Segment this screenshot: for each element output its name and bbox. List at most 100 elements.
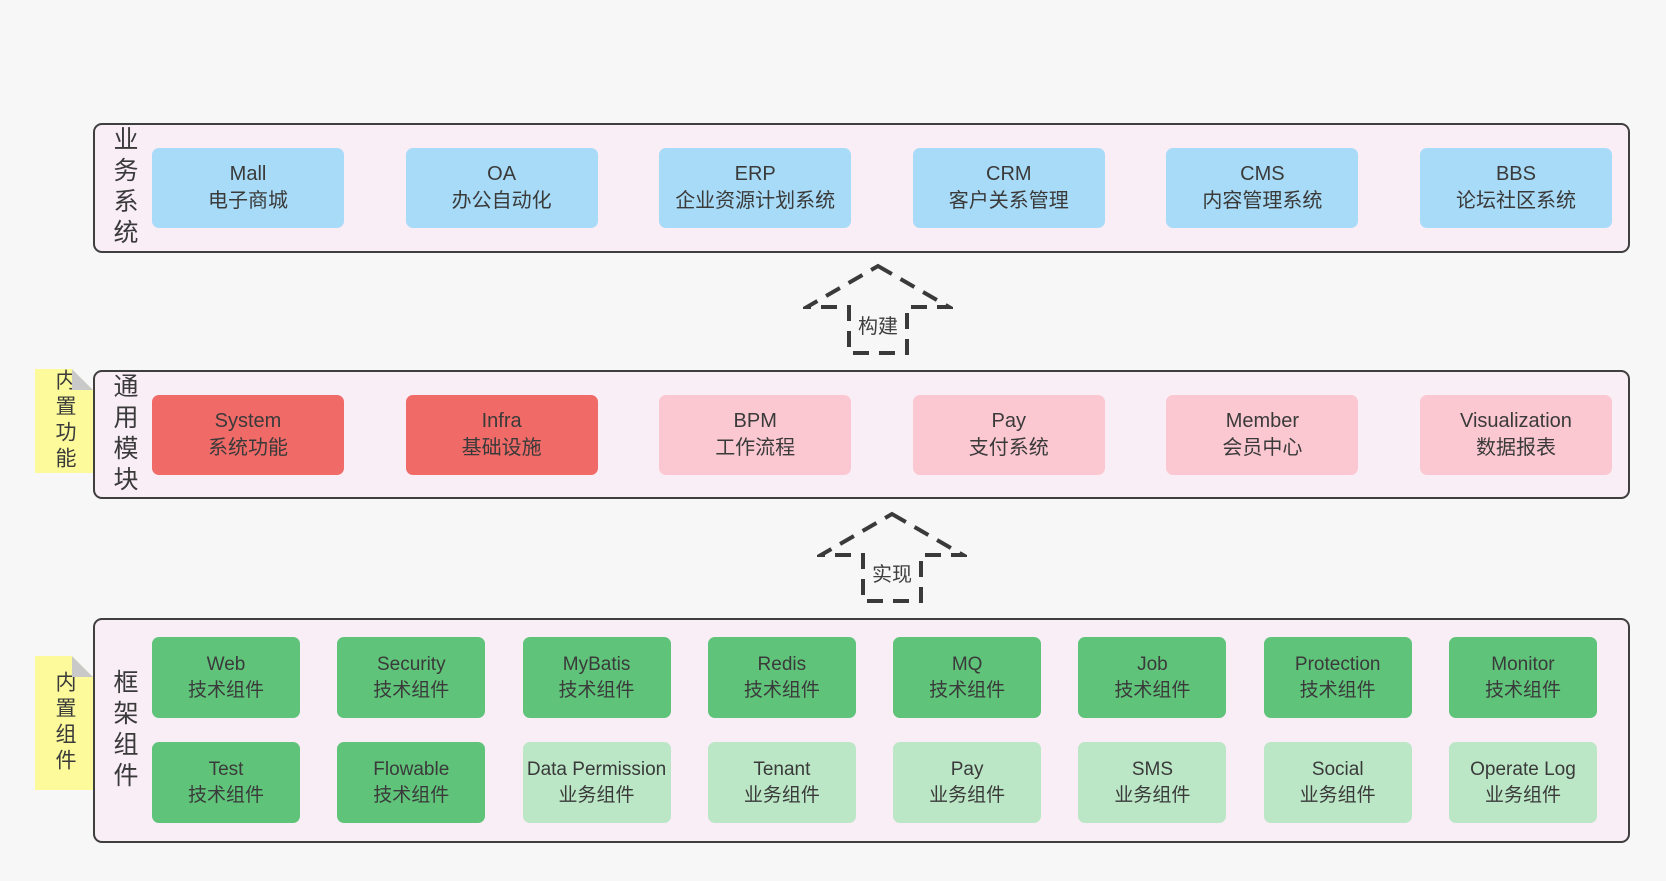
box-title: Tenant: [753, 758, 811, 780]
box-subtitle: 基础设施: [461, 436, 542, 459]
box-member: Member 会员中心: [1166, 394, 1359, 475]
box-title: Protection: [1294, 653, 1381, 675]
box-job: Job 技术组件: [1078, 637, 1227, 718]
box-title: Data Permission: [526, 758, 667, 780]
box-subtitle: 业务组件: [1484, 784, 1561, 806]
box-title: MQ: [951, 653, 983, 675]
box-title: OA: [487, 163, 517, 185]
layer-framework-components: 框架组件 Web 技术组件 Security 技术组件 MyBatis 技术组件…: [93, 618, 1630, 843]
box-title: Infra: [481, 409, 522, 432]
sticky-note-builtin-features: 内置功能: [35, 369, 93, 473]
box-subtitle: 技术组件: [1299, 679, 1376, 701]
framework-row-1: Web 技术组件 Security 技术组件 MyBatis 技术组件 Redi…: [152, 637, 1597, 718]
box-subtitle: 业务组件: [558, 784, 635, 806]
box-crm: CRM 客户关系管理: [912, 148, 1105, 228]
box-subtitle: 技术组件: [187, 679, 264, 701]
box-subtitle: 技术组件: [373, 784, 450, 806]
box-subtitle: 业务组件: [1114, 784, 1191, 806]
arrow-label: 实现: [868, 557, 916, 588]
box-title: Pay: [991, 409, 1027, 432]
box-title: Flowable: [373, 758, 450, 780]
box-subtitle: 论坛社区系统: [1455, 190, 1576, 212]
box-subtitle: 技术组件: [1484, 679, 1561, 701]
box-title: Web: [206, 653, 246, 675]
layer-side-label: 业务系统: [110, 126, 138, 250]
box-social: Social 业务组件: [1263, 742, 1412, 823]
box-operate-log: Operate Log 业务组件: [1448, 742, 1597, 823]
box-subtitle: 支付系统: [968, 436, 1049, 459]
box-title: Monitor: [1491, 653, 1555, 675]
box-subtitle: 内容管理系统: [1202, 190, 1323, 212]
box-subtitle: 技术组件: [187, 784, 264, 806]
box-oa: OA 办公自动化: [405, 148, 598, 228]
box-subtitle: 客户关系管理: [948, 190, 1069, 212]
folded-corner: [72, 369, 93, 390]
box-title: BBS: [1495, 163, 1536, 185]
box-subtitle: 技术组件: [1114, 679, 1191, 701]
box-redis: Redis 技术组件: [707, 637, 856, 718]
box-security: Security 技术组件: [337, 637, 486, 718]
box-pay: Pay 支付系统: [912, 394, 1105, 475]
box-infra: Infra 基础设施: [405, 394, 598, 475]
box-visualization: Visualization 数据报表: [1419, 394, 1612, 475]
sticky-note-text: 内置功能: [53, 369, 76, 473]
box-mq: MQ 技术组件: [893, 637, 1042, 718]
box-title: Redis: [757, 653, 807, 675]
arrow-label: 构建: [854, 309, 902, 340]
box-title: Visualization: [1460, 409, 1572, 432]
box-title: CMS: [1240, 163, 1285, 185]
framework-row-2: Test 技术组件 Flowable 技术组件 Data Permission …: [152, 742, 1597, 823]
box-title: Mall: [229, 163, 267, 185]
box-subtitle: 电子商城: [208, 190, 288, 212]
box-data-permission: Data Permission 业务组件: [522, 742, 671, 823]
box-subtitle: 技术组件: [558, 679, 635, 701]
arrow-build: 构建: [803, 260, 953, 357]
common-box-row: System 系统功能 Infra 基础设施 BPM 工作流程 Pay 支付系统…: [152, 372, 1612, 497]
box-subtitle: 企业资源计划系统: [675, 190, 836, 212]
box-subtitle: 数据报表: [1475, 436, 1556, 459]
box-flowable: Flowable 技术组件: [337, 742, 486, 823]
box-title: ERP: [734, 163, 776, 185]
box-tenant: Tenant 业务组件: [707, 742, 856, 823]
layer-common-modules: 通用模块 System 系统功能 Infra 基础设施 BPM 工作流程 Pay…: [93, 370, 1630, 499]
up-arrow-icon: [817, 511, 967, 603]
box-erp: ERP 企业资源计划系统: [659, 148, 852, 228]
sticky-note-text: 内置组件: [53, 671, 76, 775]
box-cms: CMS 内容管理系统: [1166, 148, 1359, 228]
box-monitor: Monitor 技术组件: [1448, 637, 1597, 718]
box-subtitle: 技术组件: [929, 679, 1006, 701]
box-title: Job: [1137, 653, 1168, 675]
box-title: Member: [1225, 409, 1300, 432]
business-box-row: Mall 电子商城 OA 办公自动化 ERP 企业资源计划系统 CRM 客户关系…: [152, 125, 1612, 251]
box-system: System 系统功能: [152, 394, 344, 475]
box-subtitle: 技术组件: [743, 679, 820, 701]
box-bbs: BBS 论坛社区系统: [1419, 148, 1612, 228]
box-subtitle: 业务组件: [1299, 784, 1376, 806]
box-title: BPM: [733, 409, 777, 432]
box-protection: Protection 技术组件: [1263, 637, 1412, 718]
box-bpm: BPM 工作流程: [659, 394, 852, 475]
box-web: Web 技术组件: [152, 637, 300, 718]
box-mybatis: MyBatis 技术组件: [522, 637, 671, 718]
box-title: CRM: [986, 163, 1032, 185]
box-subtitle: 系统功能: [208, 436, 288, 459]
sticky-note-builtin-components: 内置组件: [35, 656, 93, 790]
layer-side-label: 框架组件: [110, 668, 138, 793]
box-sms: SMS 业务组件: [1078, 742, 1227, 823]
box-pay-biz: Pay 业务组件: [893, 742, 1042, 823]
box-title: MyBatis: [562, 653, 631, 675]
box-subtitle: 工作流程: [715, 436, 796, 459]
box-title: Test: [208, 758, 244, 780]
folded-corner: [72, 656, 93, 677]
box-title: SMS: [1131, 758, 1173, 780]
box-title: Operate Log: [1470, 758, 1576, 780]
box-subtitle: 技术组件: [373, 679, 450, 701]
arrow-implement: 实现: [817, 508, 967, 605]
framework-box-grid: Web 技术组件 Security 技术组件 MyBatis 技术组件 Redi…: [152, 637, 1597, 841]
box-subtitle: 业务组件: [743, 784, 820, 806]
layer-side-label: 通用模块: [110, 372, 138, 497]
box-title: Security: [376, 653, 446, 675]
box-subtitle: 会员中心: [1222, 436, 1303, 459]
up-arrow-icon: [803, 263, 953, 355]
